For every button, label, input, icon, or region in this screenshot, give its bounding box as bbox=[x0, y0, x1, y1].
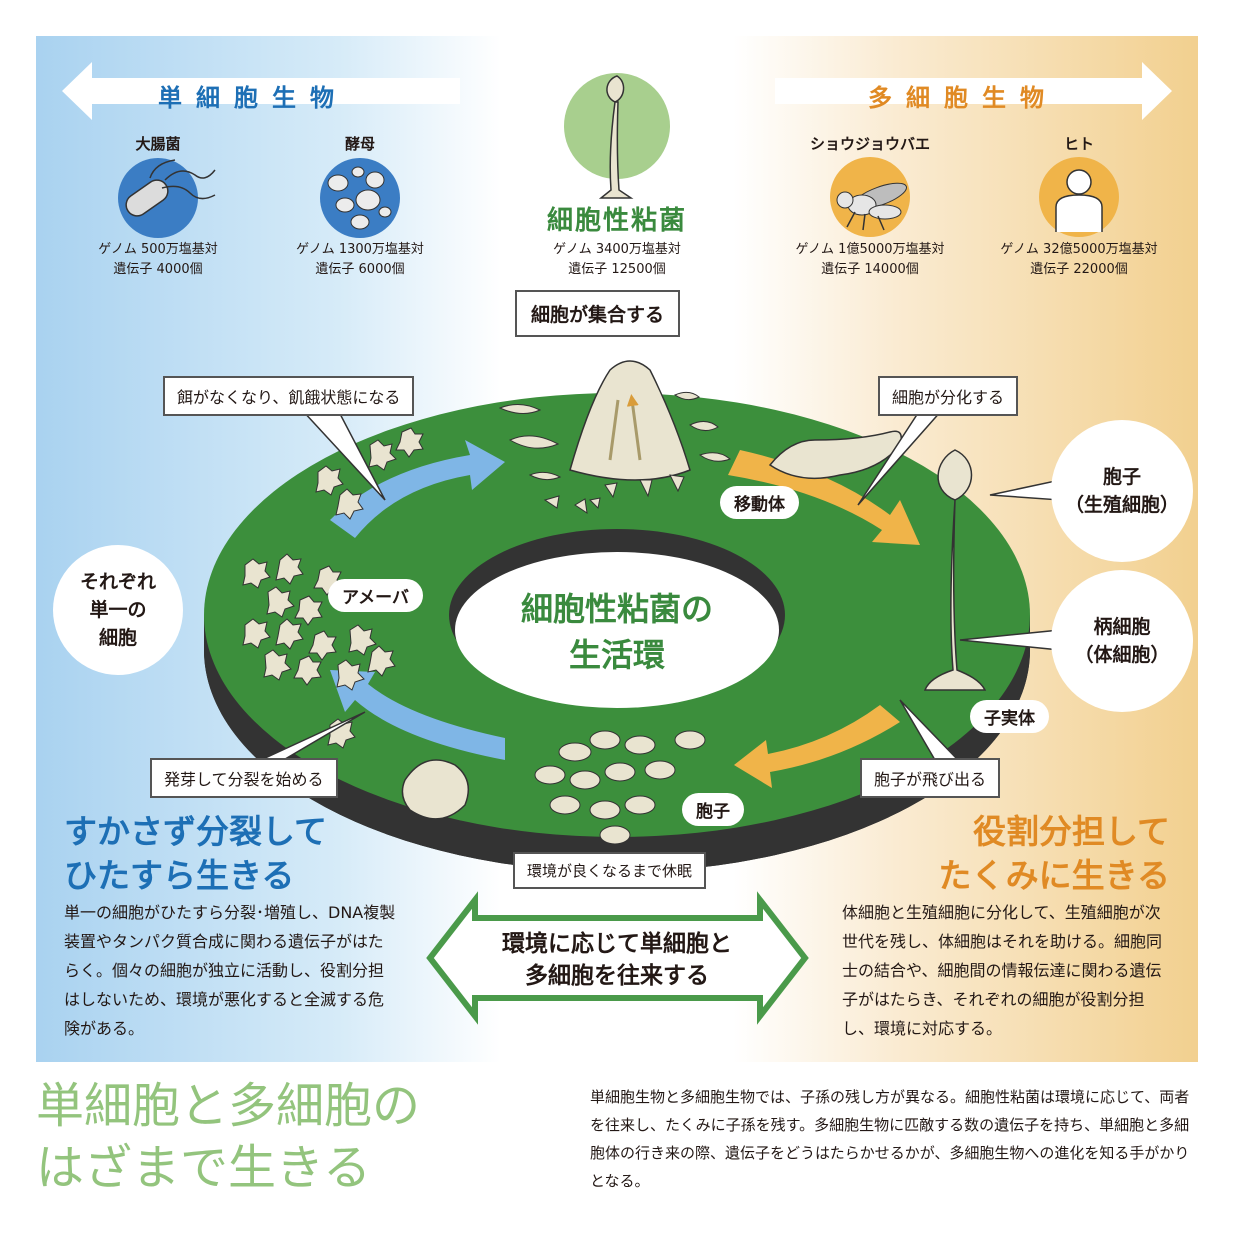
single-cell-circle: それぞれ単一の細胞 bbox=[53, 545, 183, 675]
yeast-name: 酵母 bbox=[344, 135, 375, 153]
stalk-l1: 柄細胞 bbox=[1093, 616, 1151, 638]
human-genes: 遺伝子 22000個 bbox=[1030, 262, 1128, 277]
single-l1: それぞれ bbox=[79, 571, 156, 593]
yeast-genome: ゲノム 1300万塩基対 bbox=[296, 242, 424, 257]
human-icon bbox=[1039, 157, 1119, 237]
slime-genome: ゲノム 3400万塩基対 bbox=[553, 242, 681, 257]
center-double-arrow bbox=[426, 891, 809, 1025]
human-stats: ゲノム 32億5000万塩基対遺伝子 22000個 bbox=[979, 240, 1179, 280]
footer-body: 単細胞生物と多細胞生物では、子孫の残し方が異なる。細胞性粘菌は環境に応じて、両者… bbox=[590, 1088, 1190, 1190]
spore-circle-pointer bbox=[989, 479, 1061, 501]
ecoli-genes: 遺伝子 4000個 bbox=[113, 262, 203, 277]
fruiting-body bbox=[923, 449, 987, 691]
slime-stats: ゲノム 3400万塩基対遺伝子 12500個 bbox=[517, 240, 717, 280]
fly-name: ショウジョウバエ bbox=[809, 135, 930, 153]
center-title-line2: 生活環 bbox=[568, 636, 665, 674]
slime-mold-name: 細胞性粘菌 bbox=[546, 206, 687, 236]
multi-cell-arrow bbox=[775, 62, 1172, 120]
aggregate-mound bbox=[498, 360, 731, 515]
starve-label: 餌がなくなり、飢餓状態になる bbox=[163, 376, 415, 416]
dormant-label: 環境が良くなるまで休眠 bbox=[513, 852, 707, 889]
fruiting-pill: 子実体 bbox=[970, 700, 1049, 733]
yeast-stats: ゲノム 1300万塩基対遺伝子 6000個 bbox=[260, 240, 460, 280]
yeast-icon bbox=[320, 158, 400, 238]
right-section-body: 体細胞と生殖細胞に分化して、生殖細胞が次世代を残し、体細胞はそれを助ける。細胞同… bbox=[842, 903, 1163, 1038]
spore-cells bbox=[534, 730, 706, 845]
slime-mold-icon bbox=[564, 73, 670, 199]
cycle-center-title: 細胞性粘菌の 生活環 bbox=[480, 586, 754, 678]
spore-l1: 胞子 bbox=[1102, 466, 1141, 488]
fly-icon bbox=[830, 157, 910, 237]
fly-stats: ゲノム 1億5000万塩基対遺伝子 14000個 bbox=[770, 240, 970, 280]
footer-title: 単細胞と多細胞のはざまで生きる bbox=[36, 1075, 420, 1199]
multi-cell-header: 多細胞生物 bbox=[868, 84, 1058, 112]
ecoli-genome: ゲノム 500万塩基対 bbox=[98, 242, 218, 257]
stalk-cell-circle: 柄細胞 （体細胞） bbox=[1051, 570, 1193, 712]
footer-title-line1: 単細胞と多細胞の bbox=[36, 1078, 421, 1134]
left-section-body: 単一の細胞がひたすら分裂･増殖し、DNA複製装置やタンパク質合成に関わる遺伝子が… bbox=[64, 903, 396, 1038]
center-arrow-line1: 環境に応じて単細胞と bbox=[502, 931, 732, 957]
yeast-genes: 遺伝子 6000個 bbox=[315, 262, 405, 277]
center-arrow-line2: 多細胞を往来する bbox=[525, 963, 709, 989]
right-title-line1: 役割分担して bbox=[972, 812, 1170, 851]
spores-out-label: 胞子が飛び出る bbox=[860, 758, 1001, 798]
center-arrow-text: 環境に応じて単細胞と多細胞を往来する bbox=[480, 928, 754, 992]
germinating-spore bbox=[401, 759, 470, 820]
human-genome: ゲノム 32億5000万塩基対 bbox=[1000, 242, 1158, 257]
ecoli-icon bbox=[118, 158, 216, 238]
left-title-line2: ひたすら生きる bbox=[64, 856, 295, 895]
fly-genes: 遺伝子 14000個 bbox=[821, 262, 919, 277]
spore-l2: （生殖細胞） bbox=[1064, 494, 1179, 516]
single-l3: 細胞 bbox=[98, 627, 137, 649]
ecoli-name: 大腸菌 bbox=[135, 135, 181, 153]
aggregate-label: 細胞が集合する bbox=[515, 290, 681, 337]
slug bbox=[768, 430, 902, 480]
amoeba-cells bbox=[242, 427, 424, 749]
human-name: ヒト bbox=[1063, 135, 1094, 153]
right-section-title: 役割分担してたくみに生きる bbox=[880, 810, 1170, 898]
single-cell-header: 単細胞生物 bbox=[158, 84, 348, 112]
amoeba-pill: アメーバ bbox=[328, 579, 423, 612]
right-title-line2: たくみに生きる bbox=[938, 856, 1170, 895]
ecoli-stats: ゲノム 500万塩基対遺伝子 4000個 bbox=[58, 240, 258, 280]
slime-genes: 遺伝子 12500個 bbox=[568, 262, 666, 277]
single-l2: 単一の bbox=[89, 599, 147, 621]
center-title-line1: 細胞性粘菌の bbox=[520, 590, 713, 628]
differentiate-label: 細胞が分化する bbox=[878, 376, 1019, 416]
fly-genome: ゲノム 1億5000万塩基対 bbox=[795, 242, 945, 257]
left-section-title: すかさず分裂してひたすら生きる bbox=[64, 810, 327, 898]
footer-title-line2: はざまで生きる bbox=[36, 1140, 372, 1196]
germinate-label: 発芽して分裂を始める bbox=[150, 758, 338, 798]
cycle-arrows bbox=[330, 440, 920, 788]
spore-cell-circle: 胞子 （生殖細胞） bbox=[1051, 420, 1193, 562]
stalk-l2: （体細胞） bbox=[1074, 644, 1170, 666]
slug-pill: 移動体 bbox=[720, 486, 799, 519]
spore-pill: 胞子 bbox=[682, 793, 744, 826]
single-cell-arrow bbox=[62, 62, 460, 120]
left-title-line1: すかさず分裂して bbox=[64, 812, 328, 851]
